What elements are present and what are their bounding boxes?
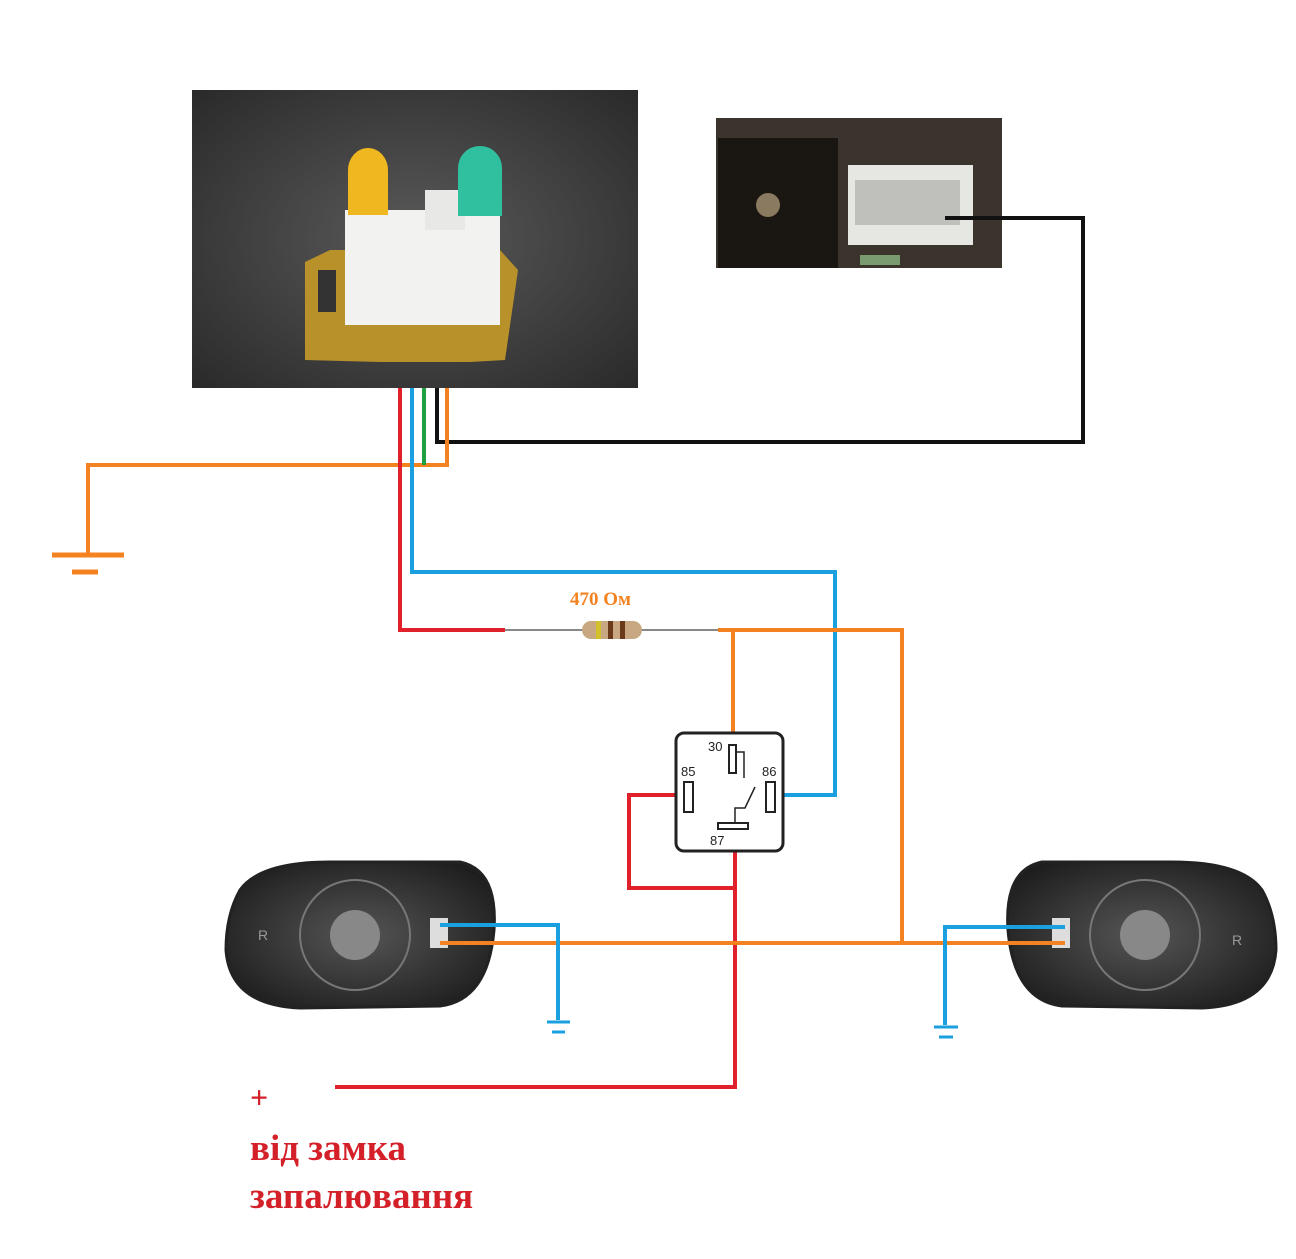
resistor-label: 470 Ом [570, 589, 631, 610]
ground-icon [547, 1020, 570, 1034]
led-module-photo [192, 90, 638, 388]
mirror-letter: R [1232, 932, 1242, 948]
left-mirror-blue-wire [440, 923, 560, 1020]
green-led-icon [458, 146, 502, 216]
ground-icon [934, 1025, 958, 1039]
red-wire [398, 388, 505, 632]
orange-ground-wire [86, 388, 449, 555]
diode-icon [318, 270, 336, 312]
pin-85-label: 85 [681, 764, 695, 779]
relay-icon: 30 85 86 87 [674, 731, 785, 853]
ground-icon [52, 552, 124, 575]
blue-wire [410, 388, 837, 797]
resistor-icon [582, 621, 642, 639]
right-mirror-blue-wire [943, 925, 1065, 1025]
left-mirror-heater: R [224, 860, 496, 1010]
mirror-letter: R [258, 927, 268, 943]
yellow-led-icon [348, 148, 388, 215]
power-source-label-line2: запалювання [250, 1176, 473, 1217]
plus-sign: + [250, 1079, 268, 1115]
red-relay85-wire [627, 793, 735, 890]
red-power-wire [335, 825, 737, 1089]
orange-wire [718, 628, 904, 945]
black-wire [435, 216, 1085, 444]
right-mirror-heater: R [1006, 860, 1278, 1010]
pin-86-label: 86 [762, 764, 776, 779]
pin-87-label: 87 [710, 833, 724, 848]
connector-photo [716, 118, 1002, 268]
pin-30-label: 30 [708, 739, 722, 754]
power-source-label-line1: від замка [250, 1128, 406, 1169]
